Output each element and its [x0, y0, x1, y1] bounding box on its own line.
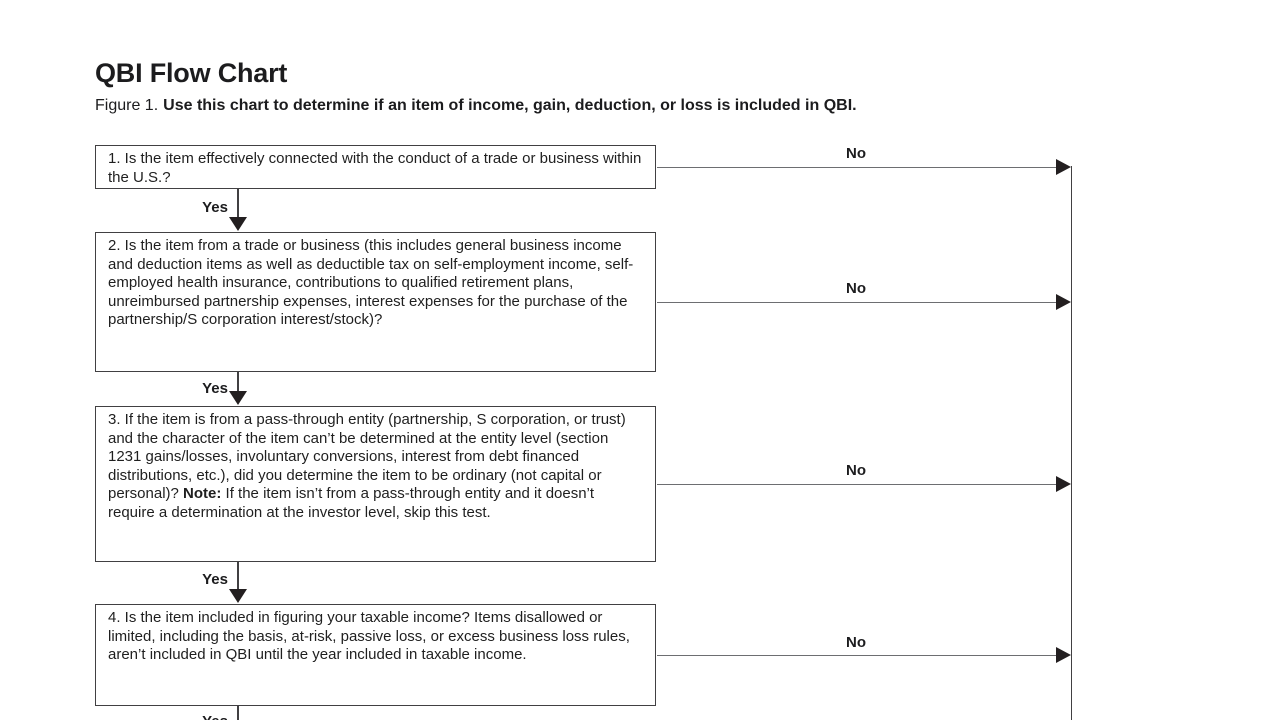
no-connector-line-3	[656, 483, 1058, 485]
yes-label-1: Yes	[202, 199, 228, 216]
right-arrowhead-icon-2	[1056, 294, 1071, 310]
question-4-text: 4. Is the item included in figuring your…	[108, 609, 630, 664]
flowchart-box-question-4: 4. Is the item included in figuring your…	[95, 604, 656, 706]
no-connector-line-1	[656, 166, 1058, 168]
no-label-1: No	[846, 145, 866, 162]
flowchart-box-question-3: 3. If the item is from a pass-through en…	[95, 406, 656, 562]
yes-connector-line-2	[237, 372, 239, 393]
question-3-text-after-note: If the item isn’t from a pass-through en…	[108, 485, 595, 521]
yes-connector-line-4	[237, 706, 239, 720]
down-arrowhead-icon-3	[229, 589, 247, 603]
no-label-3: No	[846, 462, 866, 479]
question-2-text: 2. Is the item from a trade or business …	[108, 237, 634, 329]
yes-label-3: Yes	[202, 571, 228, 588]
yes-connector-line-1	[237, 189, 239, 219]
figure-caption: Figure 1.Use this chart to determine if …	[95, 97, 857, 115]
figure-caption-text: Use this chart to determine if an item o…	[163, 97, 857, 114]
right-arrowhead-icon-3	[1056, 476, 1071, 492]
no-label-2: No	[846, 280, 866, 297]
no-connector-line-2	[656, 301, 1058, 303]
yes-connector-line-3	[237, 562, 239, 591]
right-arrowhead-icon-4	[1056, 647, 1071, 663]
no-rail-line	[1070, 166, 1072, 720]
down-arrowhead-icon-2	[229, 391, 247, 405]
question-1-text: 1. Is the item effectively connected wit…	[108, 150, 642, 186]
figure-label: Figure 1.	[95, 97, 159, 114]
yes-label-2: Yes	[202, 380, 228, 397]
no-connector-line-4	[656, 654, 1058, 656]
right-arrowhead-icon-1	[1056, 159, 1071, 175]
flowchart-box-question-1: 1. Is the item effectively connected wit…	[95, 145, 656, 189]
question-3-note-label: Note:	[183, 485, 222, 503]
no-label-4: No	[846, 634, 866, 651]
flowchart-box-question-2: 2. Is the item from a trade or business …	[95, 232, 656, 372]
question-3-text: 3. If the item is from a pass-through en…	[108, 411, 626, 503]
down-arrowhead-icon-1	[229, 217, 247, 231]
page-title: QBI Flow Chart	[95, 58, 288, 88]
yes-label-4-partial: Yes	[150, 713, 228, 720]
